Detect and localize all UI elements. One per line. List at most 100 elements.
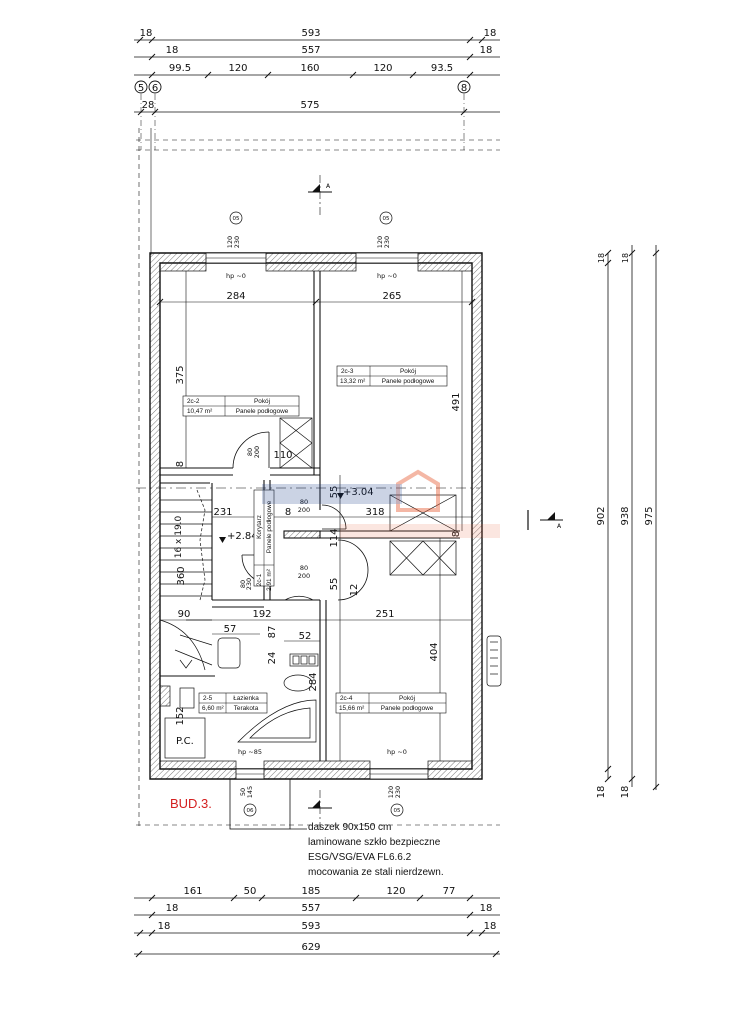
window-tag-1a: 120 [226, 236, 234, 248]
dim-bot3-a: 18 [158, 921, 171, 932]
section-markers: A A [308, 183, 563, 809]
watermark-logo [262, 469, 500, 538]
dim-bot2-b: 557 [301, 903, 320, 914]
boiler-icon [164, 717, 206, 759]
room-name: Pokój [254, 398, 270, 405]
dim-114: 114 [329, 528, 340, 547]
room-floor: Panele podłogowe [382, 378, 435, 385]
room-floor: Panele podłogowe [236, 408, 289, 415]
dim-12: 12 [349, 584, 360, 597]
stair-spec: 16 x 19.0 [174, 515, 184, 558]
hp-2: hp ~0 [377, 272, 397, 280]
dim-top1-a: 18 [140, 28, 153, 39]
dim-top3-a: 99.5 [169, 63, 191, 74]
window-tag-1b: 230 [233, 236, 241, 248]
dim-284b: 284 [308, 672, 319, 691]
dim-right2-b: 938 [620, 506, 631, 525]
note-line-1: daszek 90x150 cm [308, 822, 391, 833]
dim-52: 52 [299, 631, 312, 642]
room-name: Pokój [400, 368, 416, 375]
canopy-note: daszek 90x150 cm laminowane szkło bezpie… [308, 822, 444, 878]
dim-152: 152 [175, 706, 186, 725]
room-tag-2c-2: 2c-2 Pokój 10,47 m² Panele podłogowe [182, 395, 300, 417]
dim-284: 284 [226, 291, 245, 302]
hp-1: hp ~0 [226, 272, 246, 280]
room-tag-2c-4: 2c-4 Pokój 15,66 m² Panele podłogowe [335, 692, 447, 714]
dim-top2-a: 18 [166, 45, 179, 56]
room-tag-corridor: 2c-1 2,91 m² Korytarz Panele podłogowe [253, 489, 275, 591]
room-area: 10,47 m² [187, 408, 212, 415]
dim-bot1-c: 185 [301, 886, 320, 897]
window-type-tag-2: 05 [383, 216, 390, 222]
dim-87: 87 [267, 626, 278, 639]
dim-265: 265 [382, 291, 401, 302]
level-marks: +2.84 +3.04 [219, 487, 374, 543]
exterior-walls [149, 252, 483, 780]
dim-right1-b: 902 [596, 506, 607, 525]
internal-dimensions: 284 265 375 8 491 8 110 231 318 8 55 114… [156, 271, 476, 761]
room-tag-2-5: 2-5 Łazienka 6,60 m² Terakota [198, 692, 268, 714]
dim-55b: 55 [329, 578, 340, 591]
dim-375: 375 [175, 365, 186, 384]
note-line-2: laminowane szkło bezpieczne [308, 837, 441, 848]
corridor-code: 2c-1 [256, 573, 263, 586]
corridor-area: 2,91 m² [266, 569, 273, 591]
wardrobes [279, 417, 457, 576]
dim-right3: 975 [644, 506, 655, 525]
dim-top2-c: 18 [480, 45, 493, 56]
dim-top3-c: 160 [300, 63, 319, 74]
axis-5-marker [134, 80, 148, 94]
external-unit-icon [486, 635, 502, 687]
window-tag-4a: 50 [239, 788, 247, 796]
dim-right2-c: 18 [620, 786, 631, 799]
dim-bot3-c: 18 [484, 921, 497, 932]
room-area: 15,66 m² [339, 705, 364, 712]
dim-bot4: 629 [301, 942, 320, 953]
room-code: 2-5 [203, 695, 213, 702]
window-tag-3a: 120 [387, 786, 395, 798]
room-area: 6,60 m² [202, 705, 224, 712]
dim-top3-d: 120 [373, 63, 392, 74]
dim-251: 251 [375, 609, 394, 620]
level-304: +3.04 [343, 487, 374, 498]
dim-110: 110 [273, 450, 292, 461]
dim-360: 360 [176, 566, 187, 585]
dim-right2-a: 18 [621, 253, 630, 263]
section-mark-right: A [557, 523, 562, 530]
section-mark-top: A [326, 183, 331, 190]
dim-55a: 55 [329, 486, 340, 499]
dim-bot1-a: 161 [183, 886, 202, 897]
bottom-dimension-chains: 161 50 185 120 77 18 557 18 18 593 18 62… [134, 886, 500, 958]
room-floor: Terakota [234, 705, 259, 712]
dim-491: 491 [451, 392, 462, 411]
window-tag-2b: 230 [383, 236, 391, 248]
window-tag-4b: 145 [246, 786, 254, 798]
dim-57: 57 [224, 624, 237, 635]
dim-bot2-c: 18 [480, 903, 493, 914]
door-tag-2a: 80 [300, 564, 308, 572]
room-code: 2c-3 [341, 368, 354, 375]
dim-top1-c: 18 [484, 28, 497, 39]
dim-top3-b: 120 [228, 63, 247, 74]
corridor-name: Korytarz [256, 515, 263, 539]
dim-24: 24 [267, 652, 278, 665]
dim-192: 192 [252, 609, 271, 620]
door-tag-2b: 200 [298, 572, 310, 580]
hp-4: hp ~0 [387, 748, 407, 756]
radiator-icon [289, 653, 319, 667]
note-line-3: ESG/VSG/EVA FL6.6.2 [308, 852, 412, 863]
door-tag-4a: 80 [246, 448, 254, 456]
door-tag-3a: 80 [239, 580, 247, 588]
dim-top3-e: 93.5 [431, 63, 453, 74]
dim-bot1-d: 120 [386, 886, 405, 897]
dim-8b: 8 [285, 507, 291, 518]
hp-3: hp ~85 [238, 748, 262, 756]
canopy [229, 778, 307, 830]
right-dimension-chains: 18 902 18 18 938 18 975 [596, 245, 660, 799]
axis-5-label: 5 [138, 83, 144, 94]
axis-8-marker [457, 80, 471, 94]
top-dimension-chains: 18 593 18 18 557 18 99.5 120 160 120 93.… [134, 28, 500, 150]
dim-top4-b: 575 [300, 100, 319, 111]
dim-231: 231 [213, 507, 232, 518]
